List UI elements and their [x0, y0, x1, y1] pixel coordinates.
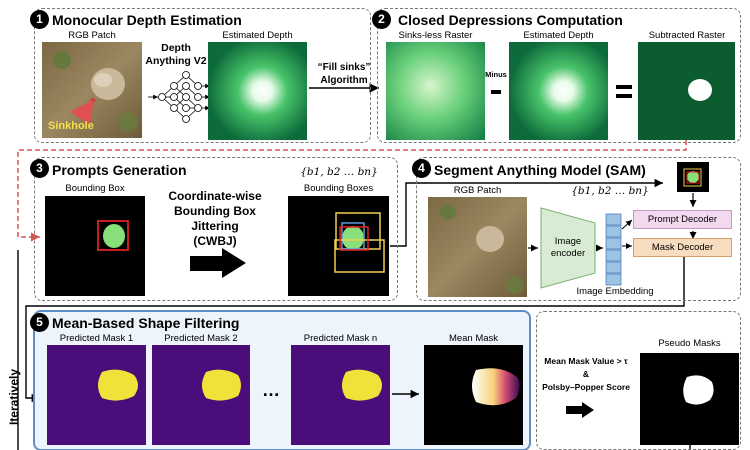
panel-closed-depressions [377, 8, 741, 143]
caption-estimated-depth-1: Estimated Depth [222, 30, 293, 41]
caption-mean-mask: Mean Mask [448, 333, 499, 344]
section-title-3: Prompts Generation [52, 162, 187, 178]
label-bset-2: {b1, b2 … bn} [571, 185, 649, 197]
rgb-patch-image-2 [428, 197, 527, 297]
label-iteratively: Iteratively [7, 368, 22, 426]
caption-bounding-boxes: Bounding Boxes [303, 183, 374, 194]
panel-pseudo-masks [536, 311, 741, 450]
label-bset-1: {b1, b2 … bn} [300, 166, 378, 178]
caption-image-embedding: Image Embedding [576, 286, 654, 297]
label-depth-model-1: Depth [161, 42, 191, 54]
panel-sam [416, 157, 741, 301]
rgb-patch-image-1 [42, 42, 142, 138]
label-sinkhole: Sinkhole [48, 120, 94, 132]
neural-network-icon [148, 71, 210, 123]
label-mask-decoder: Mask Decoder [651, 242, 714, 253]
image-encoder-shape [540, 207, 596, 289]
panel-prompts-generation [34, 157, 398, 301]
caption-predicted-mask-2: Predicted Mask 2 [164, 333, 238, 344]
arrow-to-sam [390, 178, 663, 247]
section-number-5: 5 [30, 313, 49, 332]
label-fill-sinks-1: “Fill sinks” [317, 62, 371, 73]
caption-pseudo-masks: Pseudo Masks [658, 338, 721, 349]
caption-rgb-patch-2: RGB Patch [453, 185, 502, 196]
caption-predicted-mask-n: Predicted Mask n [303, 333, 378, 344]
label-depth-model-2: Anything V2 [145, 55, 207, 67]
label-minus: Minus [485, 70, 507, 79]
image-embedding-stack [605, 213, 622, 286]
caption-predicted-mask-1: Predicted Mask 1 [59, 333, 134, 344]
caption-sinks-less: Sinks-less Raster [398, 30, 473, 41]
estimated-depth-image-2 [509, 42, 608, 140]
arrow-to-filtering [25, 256, 685, 403]
label-image-encoder-1: Image [554, 236, 582, 247]
label-cwbj-1: Coordinate-wise [168, 189, 262, 203]
pseudo-masks-image [640, 353, 739, 445]
caption-rgb-patch-1: RGB Patch [68, 30, 116, 41]
caption-estimated-depth-2: Estimated Depth [523, 30, 594, 41]
subtracted-raster-image [638, 42, 735, 140]
minus-symbol [491, 90, 501, 94]
caption-bounding-box: Bounding Box [65, 183, 125, 194]
label-image-encoder-2: encoder [550, 248, 586, 259]
thick-arrow-criteria-icon [566, 402, 594, 418]
section-number-2: 2 [372, 10, 391, 29]
section-title-2: Closed Depressions Computation [398, 12, 623, 28]
panel-depth-estimation [34, 8, 371, 143]
label-criteria-3: Polsby–Popper Score [542, 382, 630, 392]
feedback-arrow-icon [17, 140, 687, 242]
label-cwbj-3: Jittering [191, 219, 239, 233]
sinks-less-raster-image [386, 42, 485, 140]
mask-decoder-box: Mask Decoder [633, 238, 732, 257]
mean-mask-image [424, 345, 523, 445]
label-cwbj-2: Bounding Box [174, 204, 256, 218]
label-criteria-2: & [582, 369, 590, 379]
section-number-1: 1 [30, 10, 49, 29]
thick-arrow-right-icon [190, 248, 246, 278]
section-title-1: Monocular Depth Estimation [52, 12, 242, 28]
label-fill-sinks-2: Algorithm [320, 75, 368, 86]
caption-subtracted: Subtracted Raster [648, 30, 726, 41]
section-title-4: Segment Anything Model (SAM) [434, 162, 646, 178]
predicted-mask-1-image [47, 345, 146, 445]
label-prompt-decoder: Prompt Decoder [647, 214, 718, 225]
label-cwbj-4: (CWBJ) [193, 234, 237, 248]
predicted-mask-n-image [291, 345, 390, 445]
bounding-boxes-image [288, 196, 389, 296]
section-number-3: 3 [30, 159, 49, 178]
bounding-box-image [45, 196, 145, 296]
sam-prompt-thumbnail [677, 162, 709, 192]
label-criteria-1: Mean Mask Value > τ [544, 356, 628, 366]
label-ellipsis: … [262, 380, 280, 400]
section-title-5: Mean-Based Shape Filtering [52, 315, 240, 331]
section-number-4: 4 [412, 159, 431, 178]
equals-symbol [616, 85, 632, 98]
predicted-mask-2-image [152, 345, 250, 445]
estimated-depth-image-1 [208, 42, 307, 140]
prompt-decoder-box: Prompt Decoder [633, 210, 732, 229]
